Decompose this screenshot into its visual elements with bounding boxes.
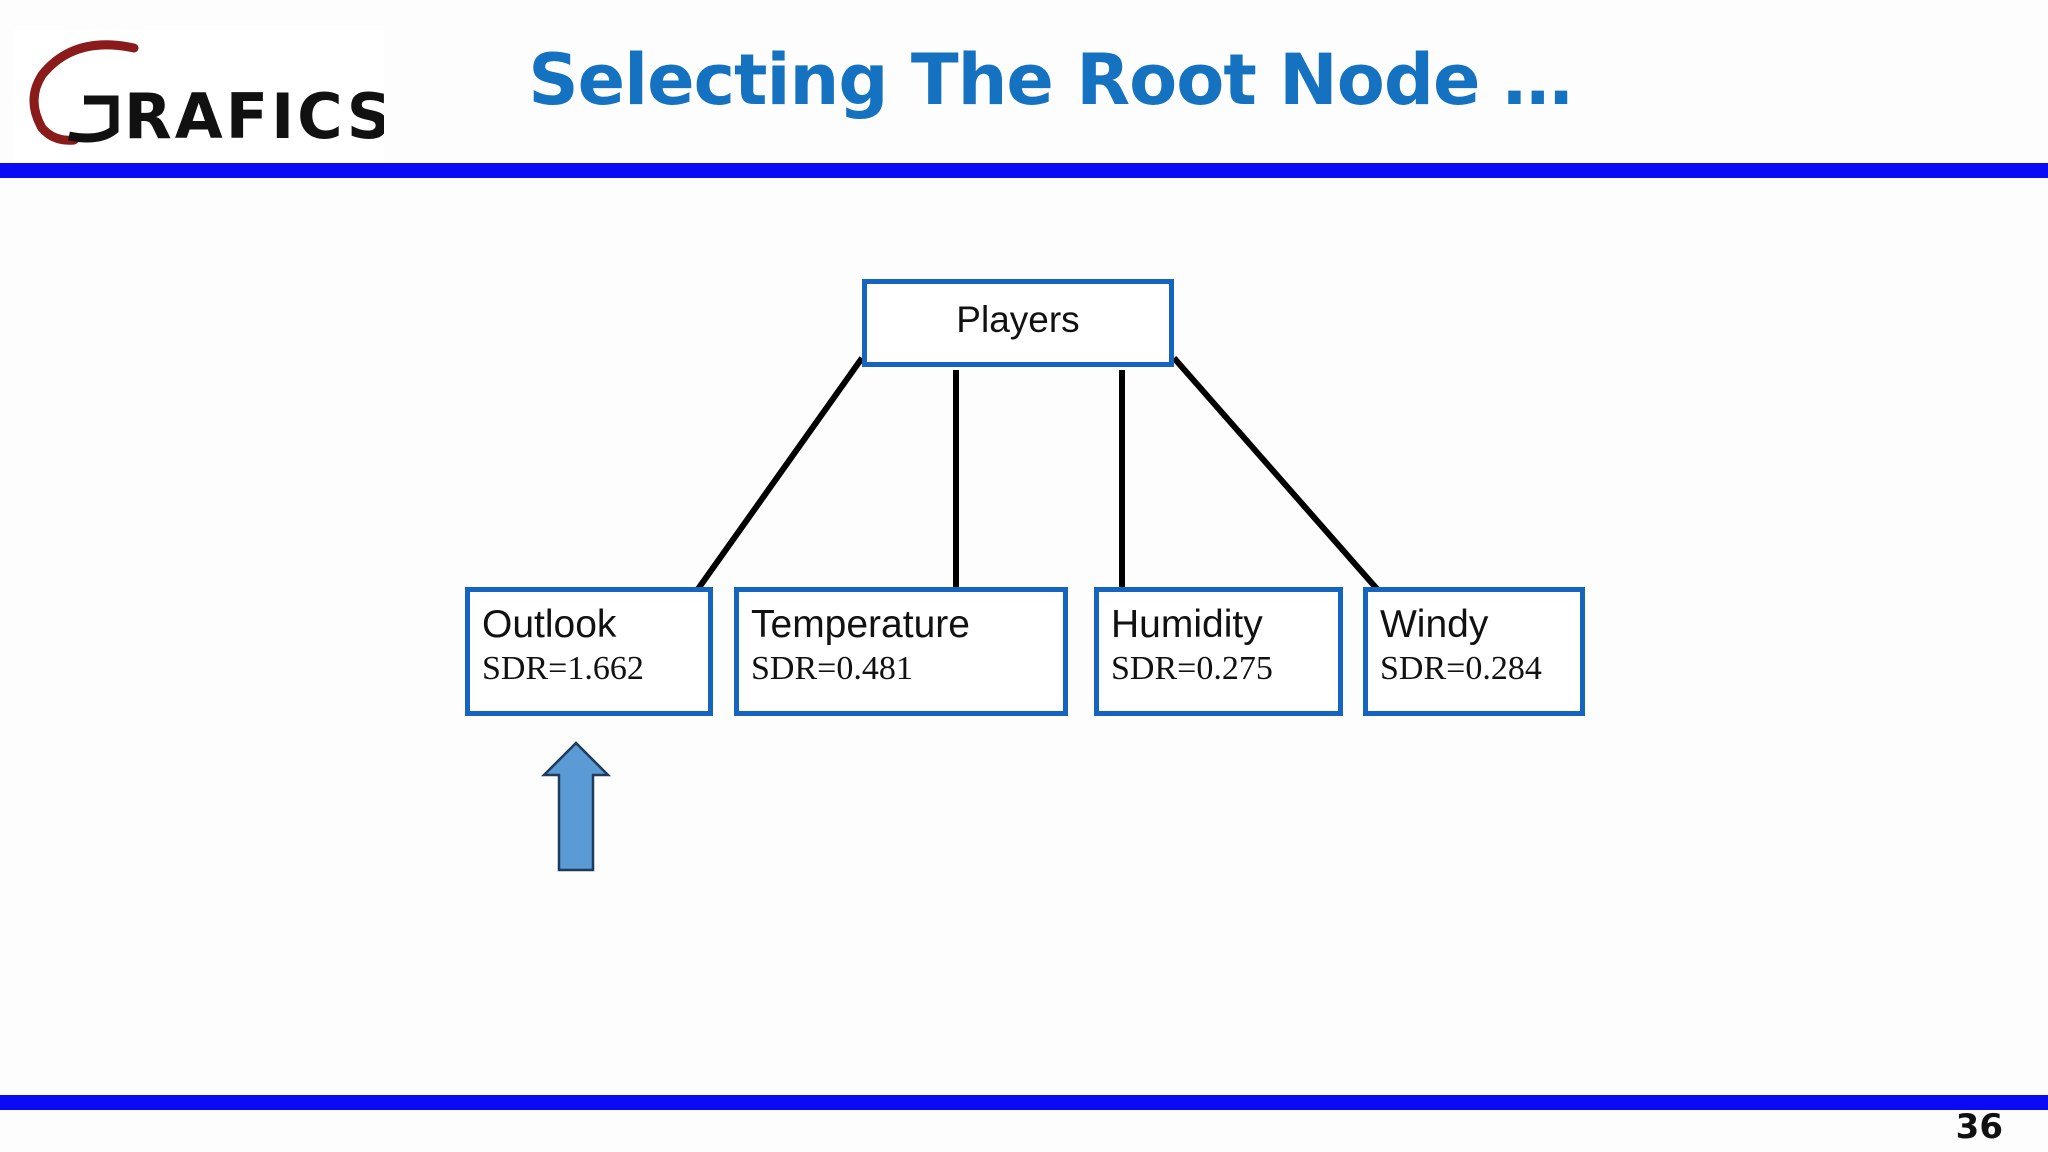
bottom-rule xyxy=(0,1095,2048,1110)
up-arrow-icon xyxy=(540,741,612,872)
grafics-logo: RAFICS xyxy=(14,30,391,165)
svg-text:RAFICS: RAFICS xyxy=(124,80,384,153)
child-node-windy: Windy SDR=0.284 xyxy=(1363,587,1585,716)
edge-windy xyxy=(1171,356,1380,591)
child-node-outlook: Outlook SDR=1.662 xyxy=(465,587,713,716)
root-node-players: Players xyxy=(862,279,1174,367)
node-label: Temperature xyxy=(751,603,970,646)
node-label: Windy xyxy=(1380,603,1489,646)
node-sdr-value: SDR=0.275 xyxy=(1111,650,1273,687)
edge-outlook xyxy=(695,356,865,591)
node-sdr-value: SDR=0.284 xyxy=(1380,650,1542,687)
slide-title: Selecting The Root Node … xyxy=(528,39,1573,121)
grafics-logo-image: RAFICS xyxy=(29,40,391,153)
node-sdr-value: SDR=1.662 xyxy=(482,650,644,687)
node-sdr-value: SDR=0.481 xyxy=(751,650,913,687)
top-rule xyxy=(0,163,2048,178)
child-node-temperature: Temperature SDR=0.481 xyxy=(734,587,1068,716)
node-label: Humidity xyxy=(1111,603,1263,646)
node-label: Outlook xyxy=(482,603,617,646)
child-node-humidity: Humidity SDR=0.275 xyxy=(1094,587,1343,716)
page-number: 36 xyxy=(1955,1107,2003,1147)
